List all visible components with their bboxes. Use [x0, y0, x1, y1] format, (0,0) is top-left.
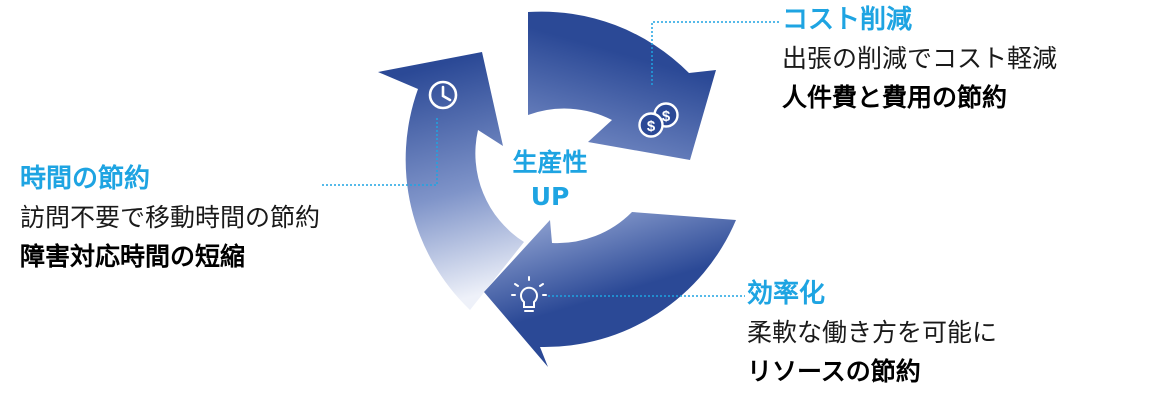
cost-leader-line: [651, 21, 780, 85]
time-arrow: [378, 52, 524, 310]
efficiency-highlight: リソースの節約: [747, 357, 921, 386]
cost-description: 出張の削減でコスト軽減: [782, 44, 1058, 73]
efficiency-title: 効率化: [747, 279, 826, 309]
time-description: 訪問不要で移動時間の節約: [20, 203, 321, 232]
time-title: 時間の節約: [20, 164, 151, 194]
svg-text:$: $: [647, 118, 656, 135]
time-highlight: 障害対応時間の短縮: [20, 242, 246, 271]
lightbulb-icon: [511, 276, 547, 312]
center-title-line2: UP: [530, 182, 570, 211]
time-section: 時間の節約 訪問不要で移動時間の節約 障害対応時間の短縮: [20, 159, 320, 277]
efficiency-arrow: [484, 212, 736, 367]
svg-text:$: $: [662, 108, 671, 125]
center-title-line1: 生産性: [512, 148, 588, 177]
coins-icon: $ $: [638, 102, 679, 138]
efficiency-description: 柔軟な働き方を可能に: [747, 318, 998, 347]
cost-highlight: 人件費と費用の節約: [782, 83, 1008, 112]
clock-icon: [428, 80, 458, 110]
cost-section: コスト削減 出張の削減でコスト軽減 人件費と費用の節約: [782, 0, 1057, 118]
efficiency-section: 効率化 柔軟な働き方を可能に リソースの節約: [747, 274, 997, 392]
cost-title: コスト削減: [782, 5, 913, 35]
cost-arrow: [528, 11, 716, 161]
